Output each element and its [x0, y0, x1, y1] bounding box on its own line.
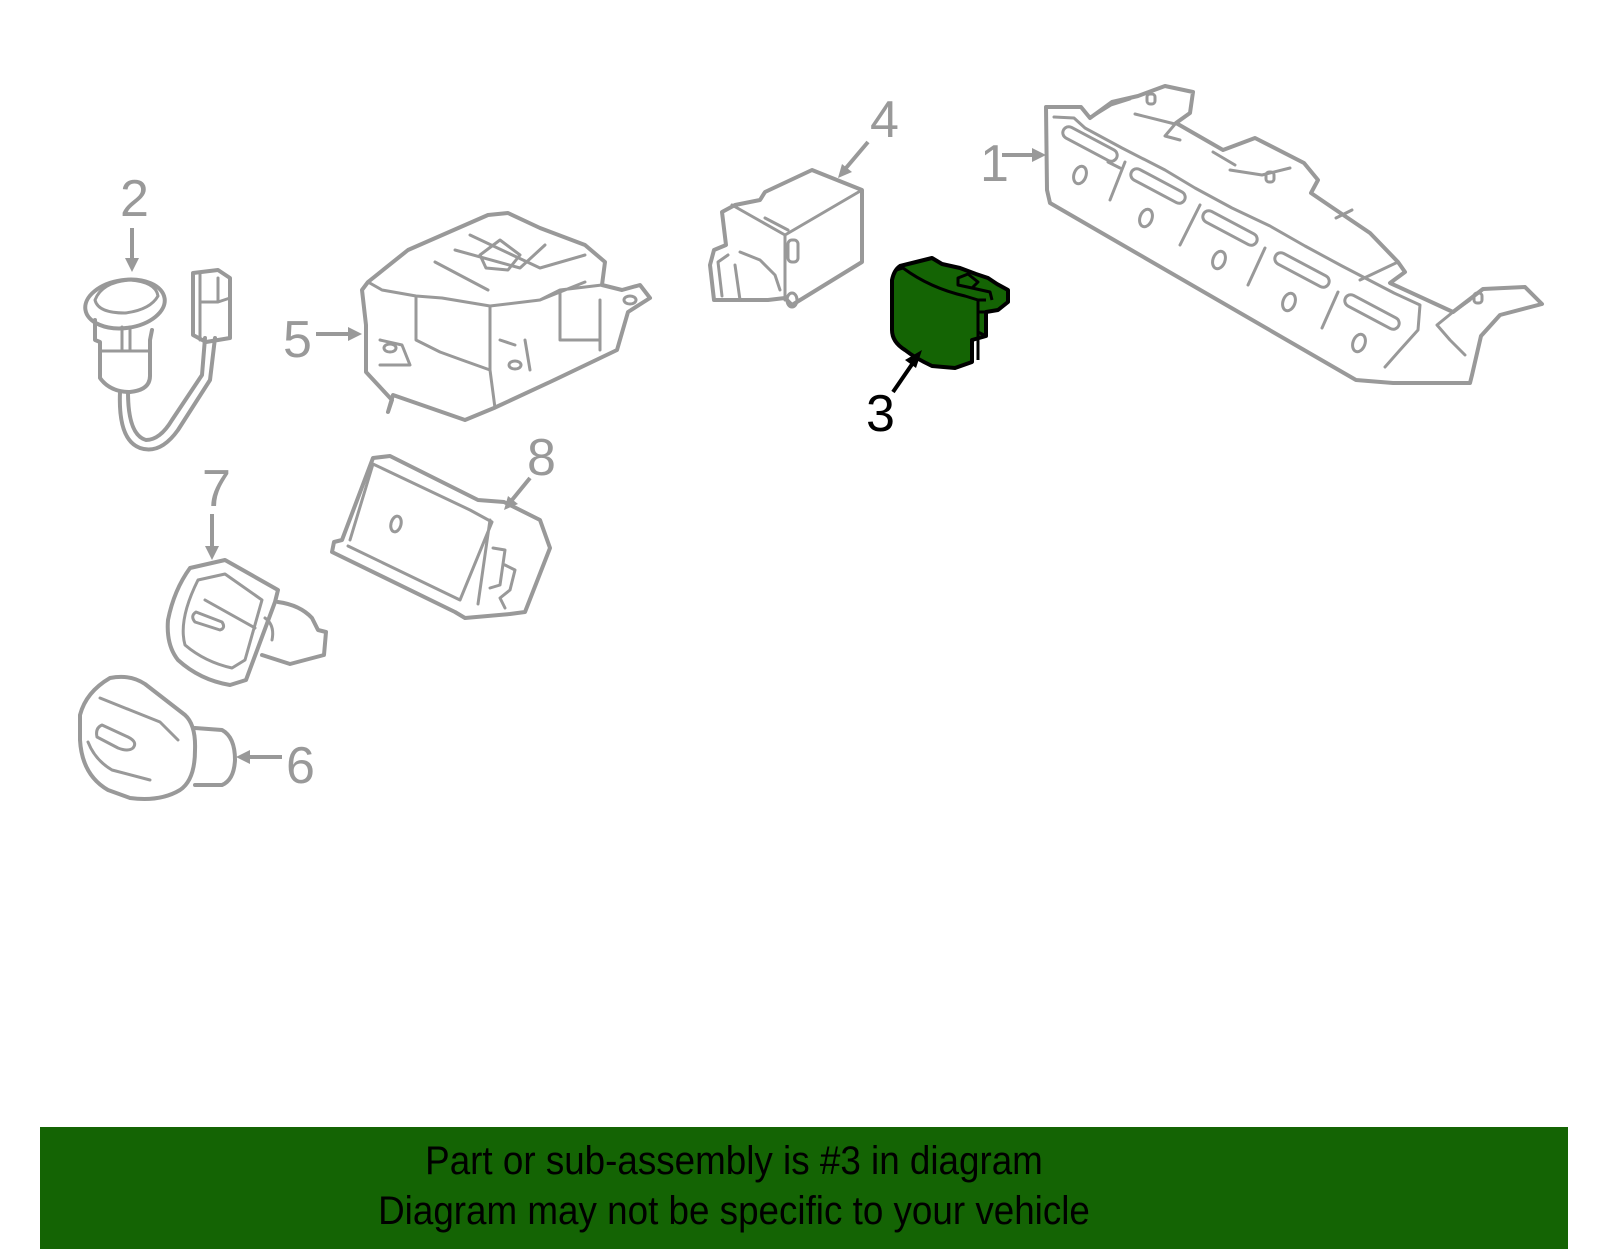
part-5-control-module[interactable] — [316, 211, 652, 422]
callout-6: 6 — [286, 737, 315, 795]
part-8-switch-housing[interactable] — [330, 454, 552, 620]
banner-disclaimer-text: Diagram may not be specific to your vehi… — [378, 1189, 1090, 1233]
part-1-panel-bracket[interactable] — [1002, 84, 1544, 385]
callout-5: 5 — [283, 311, 312, 369]
banner-part-text: Part or sub-assembly is #3 in diagram — [425, 1139, 1043, 1183]
callout-2: 2 — [120, 170, 149, 228]
part-7-socket-cover[interactable] — [165, 514, 328, 687]
callout-3: 3 — [866, 385, 895, 443]
part-6-socket-cap[interactable] — [78, 674, 282, 801]
callout-1: 1 — [980, 135, 1009, 193]
callout-8: 8 — [527, 429, 556, 487]
callout-7: 7 — [202, 460, 231, 518]
callout-4: 4 — [870, 91, 899, 149]
part-info-banner: Part or sub-assembly is #3 in diagram Di… — [40, 1127, 1568, 1249]
part-2-power-outlet[interactable] — [82, 228, 232, 452]
part-3-switch-knob[interactable] — [890, 256, 1010, 394]
part-4-rotary-switch[interactable] — [708, 140, 870, 309]
